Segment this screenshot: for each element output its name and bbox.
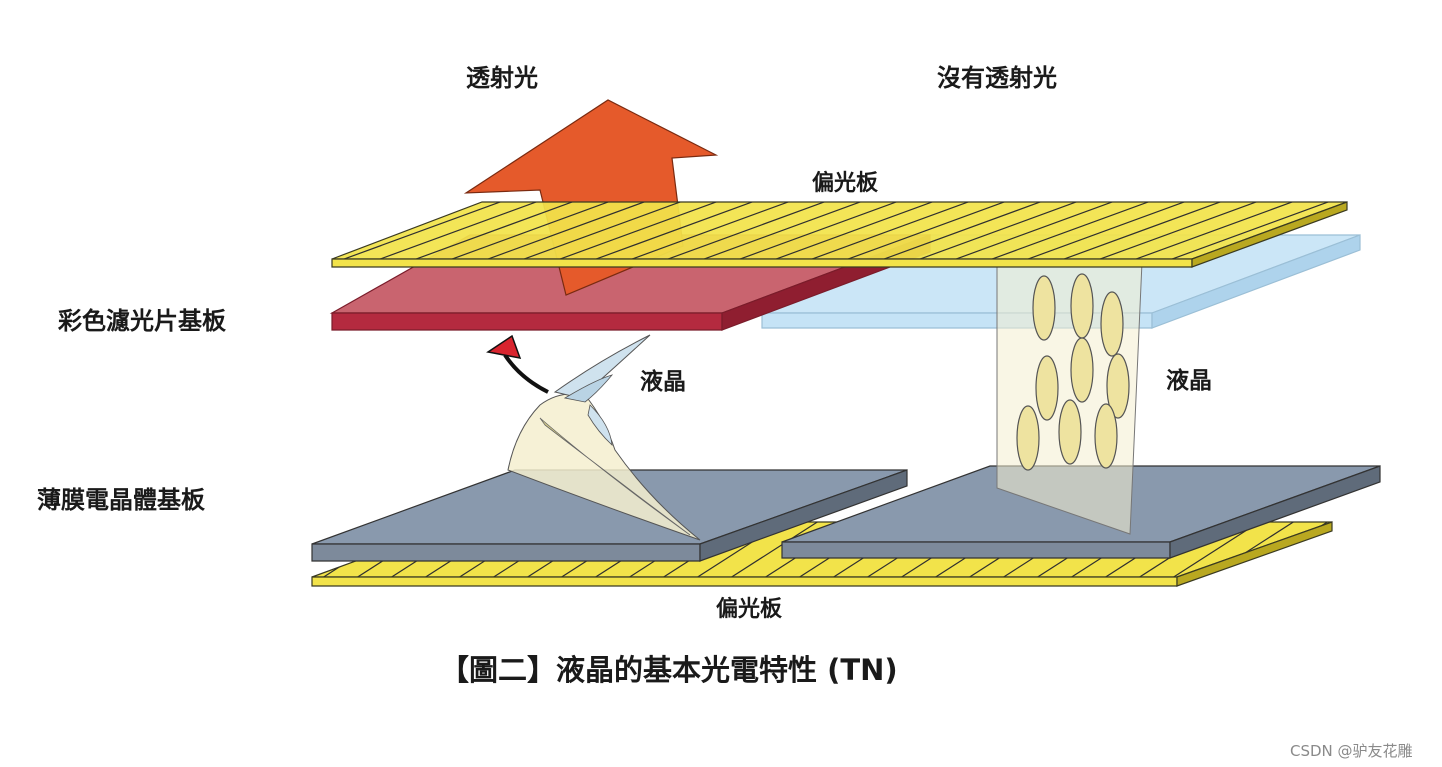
aligned-liquid-crystal-column xyxy=(996,261,1143,535)
polarizer-stripe xyxy=(1055,202,1232,259)
lc-molecule xyxy=(1058,399,1082,465)
lc-molecule xyxy=(1032,275,1056,341)
lc-molecule xyxy=(1070,337,1094,403)
lc-molecule xyxy=(1070,273,1094,339)
label-liquid-crystal-left: 液晶 xyxy=(640,368,686,395)
lc-molecule xyxy=(1016,405,1040,471)
polarizer-stripe xyxy=(551,202,728,259)
polarizer-stripe xyxy=(911,202,1088,259)
label-liquid-crystal-right: 液晶 xyxy=(1166,367,1212,394)
polarizer-stripe xyxy=(623,202,800,259)
polarizer-stripe xyxy=(983,202,1160,259)
label-top-polarizer: 偏光板 xyxy=(812,170,879,196)
polarizer-stripe xyxy=(407,202,584,259)
label-no-transmitted-light: 沒有透射光 xyxy=(937,64,1057,92)
polarizer-stripe xyxy=(695,202,872,259)
polarizer-stripe xyxy=(875,202,1052,259)
polarizer-stripe xyxy=(803,202,980,259)
lc-molecule xyxy=(1100,291,1124,357)
watermark: CSDN @驴友花雕 xyxy=(1290,742,1413,760)
lc-molecule xyxy=(1106,353,1130,419)
polarizer-stripe xyxy=(731,202,908,259)
polarizer-stripe xyxy=(1091,202,1268,259)
polarization-rotation-arrow xyxy=(486,334,549,394)
polarizer-stripe xyxy=(335,202,512,259)
polarizer-stripe xyxy=(1163,202,1340,259)
polarizer-stripe xyxy=(839,202,1016,259)
label-bottom-polarizer: 偏光板 xyxy=(716,596,783,622)
polarizer-stripe xyxy=(726,522,823,577)
lc-molecule xyxy=(1035,355,1059,421)
polarizer-stripe xyxy=(947,202,1124,259)
label-tft-substrate: 薄膜電晶體基板 xyxy=(37,486,206,514)
lc-molecule xyxy=(1094,403,1118,469)
polarizer-stripe xyxy=(371,202,548,259)
polarizer-stripe xyxy=(479,202,656,259)
polarizer-stripe xyxy=(1019,202,1196,259)
label-color-filter: 彩色濾光片基板 xyxy=(57,307,227,335)
polarizer-stripe xyxy=(1343,202,1347,259)
polarizer-stripe xyxy=(515,202,692,259)
figure-caption: 【圖二】液晶的基本光電特性 (TN) xyxy=(440,653,898,687)
polarizer-stripe xyxy=(767,202,944,259)
polarizer-stripe xyxy=(587,202,764,259)
polarizer-stripe xyxy=(443,202,620,259)
twisted-liquid-crystal xyxy=(507,334,701,541)
label-transmitted-light: 透射光 xyxy=(466,64,538,92)
top-polarizer xyxy=(331,201,1348,268)
polarizer-stripe xyxy=(659,202,836,259)
polarizer-stripe xyxy=(1127,202,1304,259)
